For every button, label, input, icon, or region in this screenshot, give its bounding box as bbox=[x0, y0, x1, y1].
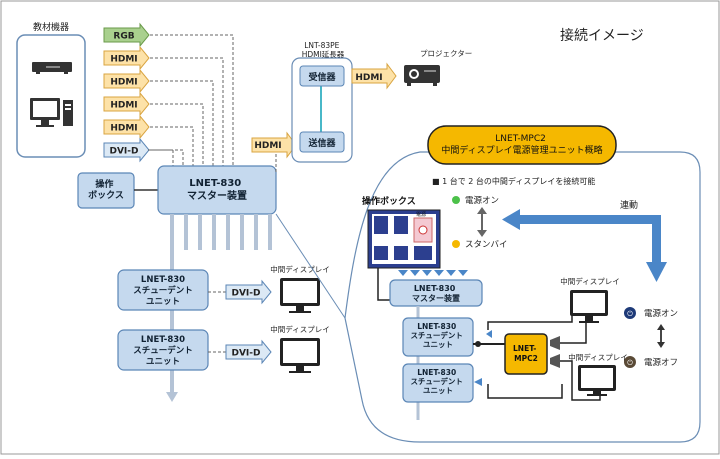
linked-arrows bbox=[502, 209, 667, 282]
student-unit-label: LNET-830 bbox=[141, 275, 185, 285]
transmitter-label: 送信器 bbox=[307, 137, 336, 149]
plug-icons bbox=[550, 336, 560, 368]
control-box-to-master-line bbox=[377, 268, 392, 301]
signal-arrow-hdmi-2: HDMI bbox=[103, 68, 150, 94]
equipment-group bbox=[16, 34, 86, 158]
relay-display-label: 中間ディスプレイ bbox=[270, 264, 329, 274]
source-dashed-lines bbox=[148, 34, 234, 168]
mpc-student-unit-2 bbox=[402, 363, 474, 403]
master-unit-label: LNET-830 マスター装置 bbox=[187, 178, 247, 202]
mpc-student-unit-1 bbox=[402, 317, 474, 357]
mpc-banner bbox=[427, 125, 617, 165]
student-unit-label: スチューデント bbox=[133, 285, 193, 296]
mpc-student-label-2: LNET-830 スチューデント ユニット bbox=[410, 368, 465, 395]
svg-text:⏻: ⏻ bbox=[627, 359, 633, 367]
student-unit-label: ユニット bbox=[146, 357, 180, 367]
signal-arrow-hdmi-3: HDMI bbox=[103, 91, 150, 117]
control-box-label: 操作 ボックス bbox=[88, 178, 124, 201]
hdmi-arrow-projector: HDMI bbox=[351, 62, 397, 90]
power-on-right-label: 電源オン bbox=[644, 309, 678, 319]
right-toggle-arrow-icon bbox=[657, 324, 665, 348]
student-unit-2 bbox=[117, 329, 209, 371]
signal-arrow-rgb-0: RGB bbox=[103, 22, 150, 48]
receiver-box bbox=[299, 65, 345, 87]
signal-label-hdmi: HDMI bbox=[110, 55, 137, 65]
mpc-student-label-1: LNET-830 スチューデント ユニット bbox=[410, 322, 465, 349]
signal-label-rgb: RGB bbox=[113, 32, 134, 42]
power-on-led-icon bbox=[452, 196, 460, 204]
dvid-arrow-2 bbox=[225, 339, 272, 365]
svg-text:⏻: ⏻ bbox=[627, 310, 633, 318]
mpc-master-label: LNET-830 マスター装置 bbox=[412, 284, 460, 303]
relay-display-label: 中間ディスプレイ bbox=[270, 324, 329, 334]
power-off-button-icon bbox=[624, 356, 636, 368]
mpc-display1-icon bbox=[570, 290, 608, 323]
mpc-banner-label: LNET-MPC2 中間ディスプレイ電源管理ユニット概略 bbox=[441, 134, 602, 156]
mpc-master-unit bbox=[389, 279, 483, 307]
svg-text:HDMI: HDMI bbox=[254, 141, 281, 151]
equipment-label: 教材機器 bbox=[33, 21, 69, 33]
relay-display-icon bbox=[280, 338, 320, 373]
dvid-label: DVI-D bbox=[232, 289, 261, 299]
transmitter-box bbox=[299, 131, 345, 153]
signal-label-hdmi: HDMI bbox=[110, 78, 137, 88]
student-unit-1 bbox=[117, 269, 209, 311]
linked-label: 連動 bbox=[620, 199, 638, 211]
callout-line bbox=[275, 213, 346, 319]
mpc-note: ■ 1 台で 2 台の中間ディスプレイを接続可能 bbox=[432, 176, 595, 186]
extender-caption: LNT-83PE HDMI延長器 bbox=[302, 41, 345, 59]
mpc-control-box-title: 操作ボックス bbox=[362, 195, 416, 207]
student2-to-display2-line bbox=[487, 384, 563, 399]
projector-icon bbox=[404, 65, 440, 86]
student-unit-label: LNET-830 bbox=[141, 335, 185, 345]
standby-label: スタンバイ bbox=[465, 240, 508, 250]
desktop-pc-icon bbox=[30, 98, 73, 127]
mpc2-unit-label: LNET- MPC2 bbox=[513, 344, 539, 363]
master-bus-ports bbox=[170, 214, 272, 250]
dvid-arrow-1 bbox=[225, 279, 272, 305]
mpc2-to-display1-power bbox=[560, 322, 587, 344]
signal-arrow-dvid-5: DVI-D bbox=[103, 137, 150, 163]
svg-text:HDMI: HDMI bbox=[355, 73, 382, 83]
control-box-panel: 電源 bbox=[367, 209, 441, 269]
student-unit-label: ユニット bbox=[146, 297, 180, 307]
standby-led-icon bbox=[452, 240, 460, 248]
signal-label-dvid: DVI-D bbox=[110, 147, 139, 157]
signal-arrow-hdmi-1: HDMI bbox=[103, 45, 150, 71]
power-on-button-icon bbox=[624, 307, 636, 319]
power-off-right-label: 電源オフ bbox=[644, 358, 678, 368]
relay-display-icon bbox=[280, 278, 320, 313]
master-unit bbox=[157, 165, 277, 215]
signal-label-hdmi: HDMI bbox=[110, 124, 137, 134]
receiver-label: 受信器 bbox=[308, 71, 336, 83]
dvid-label: DVI-D bbox=[232, 349, 261, 359]
mpc2-to-display2-power bbox=[560, 360, 601, 401]
panel-top-label: 電源 bbox=[416, 211, 426, 218]
av-deck-icon bbox=[32, 62, 72, 74]
master-ports-triangles bbox=[398, 270, 468, 276]
projector-label: プロジェクター bbox=[420, 49, 472, 58]
mpc-display1-label: 中間ディスプレイ bbox=[560, 276, 619, 286]
mpc2-unit bbox=[504, 333, 548, 375]
page-title: 接続イメージ bbox=[560, 27, 644, 44]
mpc-display2-label: 中間ディスプレイ bbox=[568, 352, 627, 362]
bus-arrowhead bbox=[166, 392, 178, 402]
student-unit-label: スチューデント bbox=[133, 345, 193, 356]
mpc-display2-icon bbox=[578, 365, 616, 396]
signal-label-hdmi: HDMI bbox=[110, 101, 137, 111]
signal-arrow-hdmi-4: HDMI bbox=[103, 114, 150, 140]
state-toggle-arrow-icon bbox=[477, 207, 487, 237]
power-on-label: 電源オン bbox=[465, 196, 499, 206]
